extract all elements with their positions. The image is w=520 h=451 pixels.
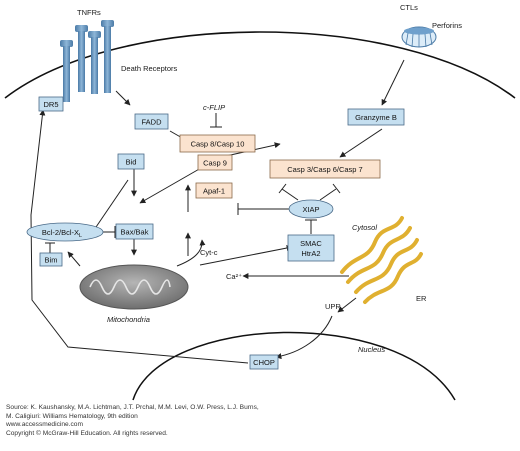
node-casp8-10: Casp 8/Casp 10 bbox=[179, 134, 256, 153]
node-bcl2: Bcl-2/Bcl-XL bbox=[26, 222, 104, 242]
node-bim: Bim bbox=[39, 252, 63, 267]
node-chop: CHOP bbox=[249, 354, 279, 370]
node-casp3-6-7: Casp 3/Casp 6/Casp 7 bbox=[269, 159, 381, 179]
node-bax-bak-label: Bax/Bak bbox=[121, 228, 149, 237]
node-casp3-6-7-label: Casp 3/Casp 6/Casp 7 bbox=[287, 165, 362, 174]
label-upr: UPR bbox=[325, 302, 341, 311]
perforin-pore-icon bbox=[401, 26, 437, 48]
node-granzyme-b: Granzyme B bbox=[347, 108, 405, 126]
node-smac-htra2: SMAC HtrA2 bbox=[287, 234, 335, 262]
node-dr5-label: DR5 bbox=[43, 100, 58, 109]
node-dr5: DR5 bbox=[38, 96, 64, 112]
node-xiap-label: XIAP bbox=[302, 205, 319, 214]
node-bcl2-label: Bcl-2/Bcl-XL bbox=[42, 228, 82, 239]
tnfr-receptors-icon bbox=[60, 20, 114, 102]
nucleus-membrane bbox=[132, 331, 456, 401]
node-apaf1-label: Apaf-1 bbox=[203, 187, 225, 196]
node-casp9: Casp 9 bbox=[197, 154, 233, 171]
node-fadd: FADD bbox=[134, 113, 169, 130]
footer-line-1: Source: K. Kaushansky, M.A. Lichtman, J.… bbox=[6, 404, 259, 411]
label-cytosol: Cytosol bbox=[352, 223, 377, 232]
node-granzyme-b-label: Granzyme B bbox=[355, 113, 397, 122]
footer-line-3: www.accessmedicine.com bbox=[6, 421, 83, 429]
node-htra2-label: HtrA2 bbox=[301, 249, 320, 258]
node-bid: Bid bbox=[117, 153, 145, 170]
label-mitochondria: Mitochondria bbox=[107, 315, 150, 324]
cell-membrane bbox=[4, 31, 516, 99]
node-xiap: XIAP bbox=[288, 199, 334, 219]
label-er: ER bbox=[416, 294, 427, 303]
node-chop-label: CHOP bbox=[253, 358, 275, 367]
mitochondria-icon bbox=[79, 264, 189, 310]
node-casp9-label: Casp 9 bbox=[203, 159, 227, 168]
source-footer: Source: K. Kaushansky, M.A. Lichtman, J.… bbox=[6, 404, 516, 438]
node-bim-label: Bim bbox=[45, 256, 58, 265]
label-cyt-c: Cyt-c bbox=[200, 248, 218, 257]
label-ctls: CTLs bbox=[400, 3, 418, 12]
label-death-receptors: Death Receptors bbox=[121, 64, 178, 73]
footer-line-4: Copyright © McGraw-Hill Education. All r… bbox=[6, 429, 168, 437]
inhibition-lines bbox=[45, 113, 341, 253]
node-apaf1: Apaf-1 bbox=[195, 182, 233, 199]
footer-line-2: M. Caligiuri: Williams Hematology, 9th e… bbox=[6, 412, 138, 420]
label-tnfrs: TNFRs bbox=[77, 8, 101, 17]
node-bid-label: Bid bbox=[126, 158, 137, 167]
label-perforins: Perforins bbox=[432, 21, 462, 30]
node-smac-label: SMAC bbox=[300, 239, 322, 248]
label-c-flip: c-FLIP bbox=[203, 103, 225, 112]
node-bax-bak: Bax/Bak bbox=[115, 223, 154, 240]
node-casp8-10-label: Casp 8/Casp 10 bbox=[191, 140, 245, 149]
node-fadd-label: FADD bbox=[141, 118, 162, 127]
label-nucleus: Nucleus bbox=[358, 345, 385, 354]
label-ca: Ca²⁺ bbox=[226, 272, 242, 281]
endoplasmic-reticulum-icon bbox=[340, 216, 423, 304]
